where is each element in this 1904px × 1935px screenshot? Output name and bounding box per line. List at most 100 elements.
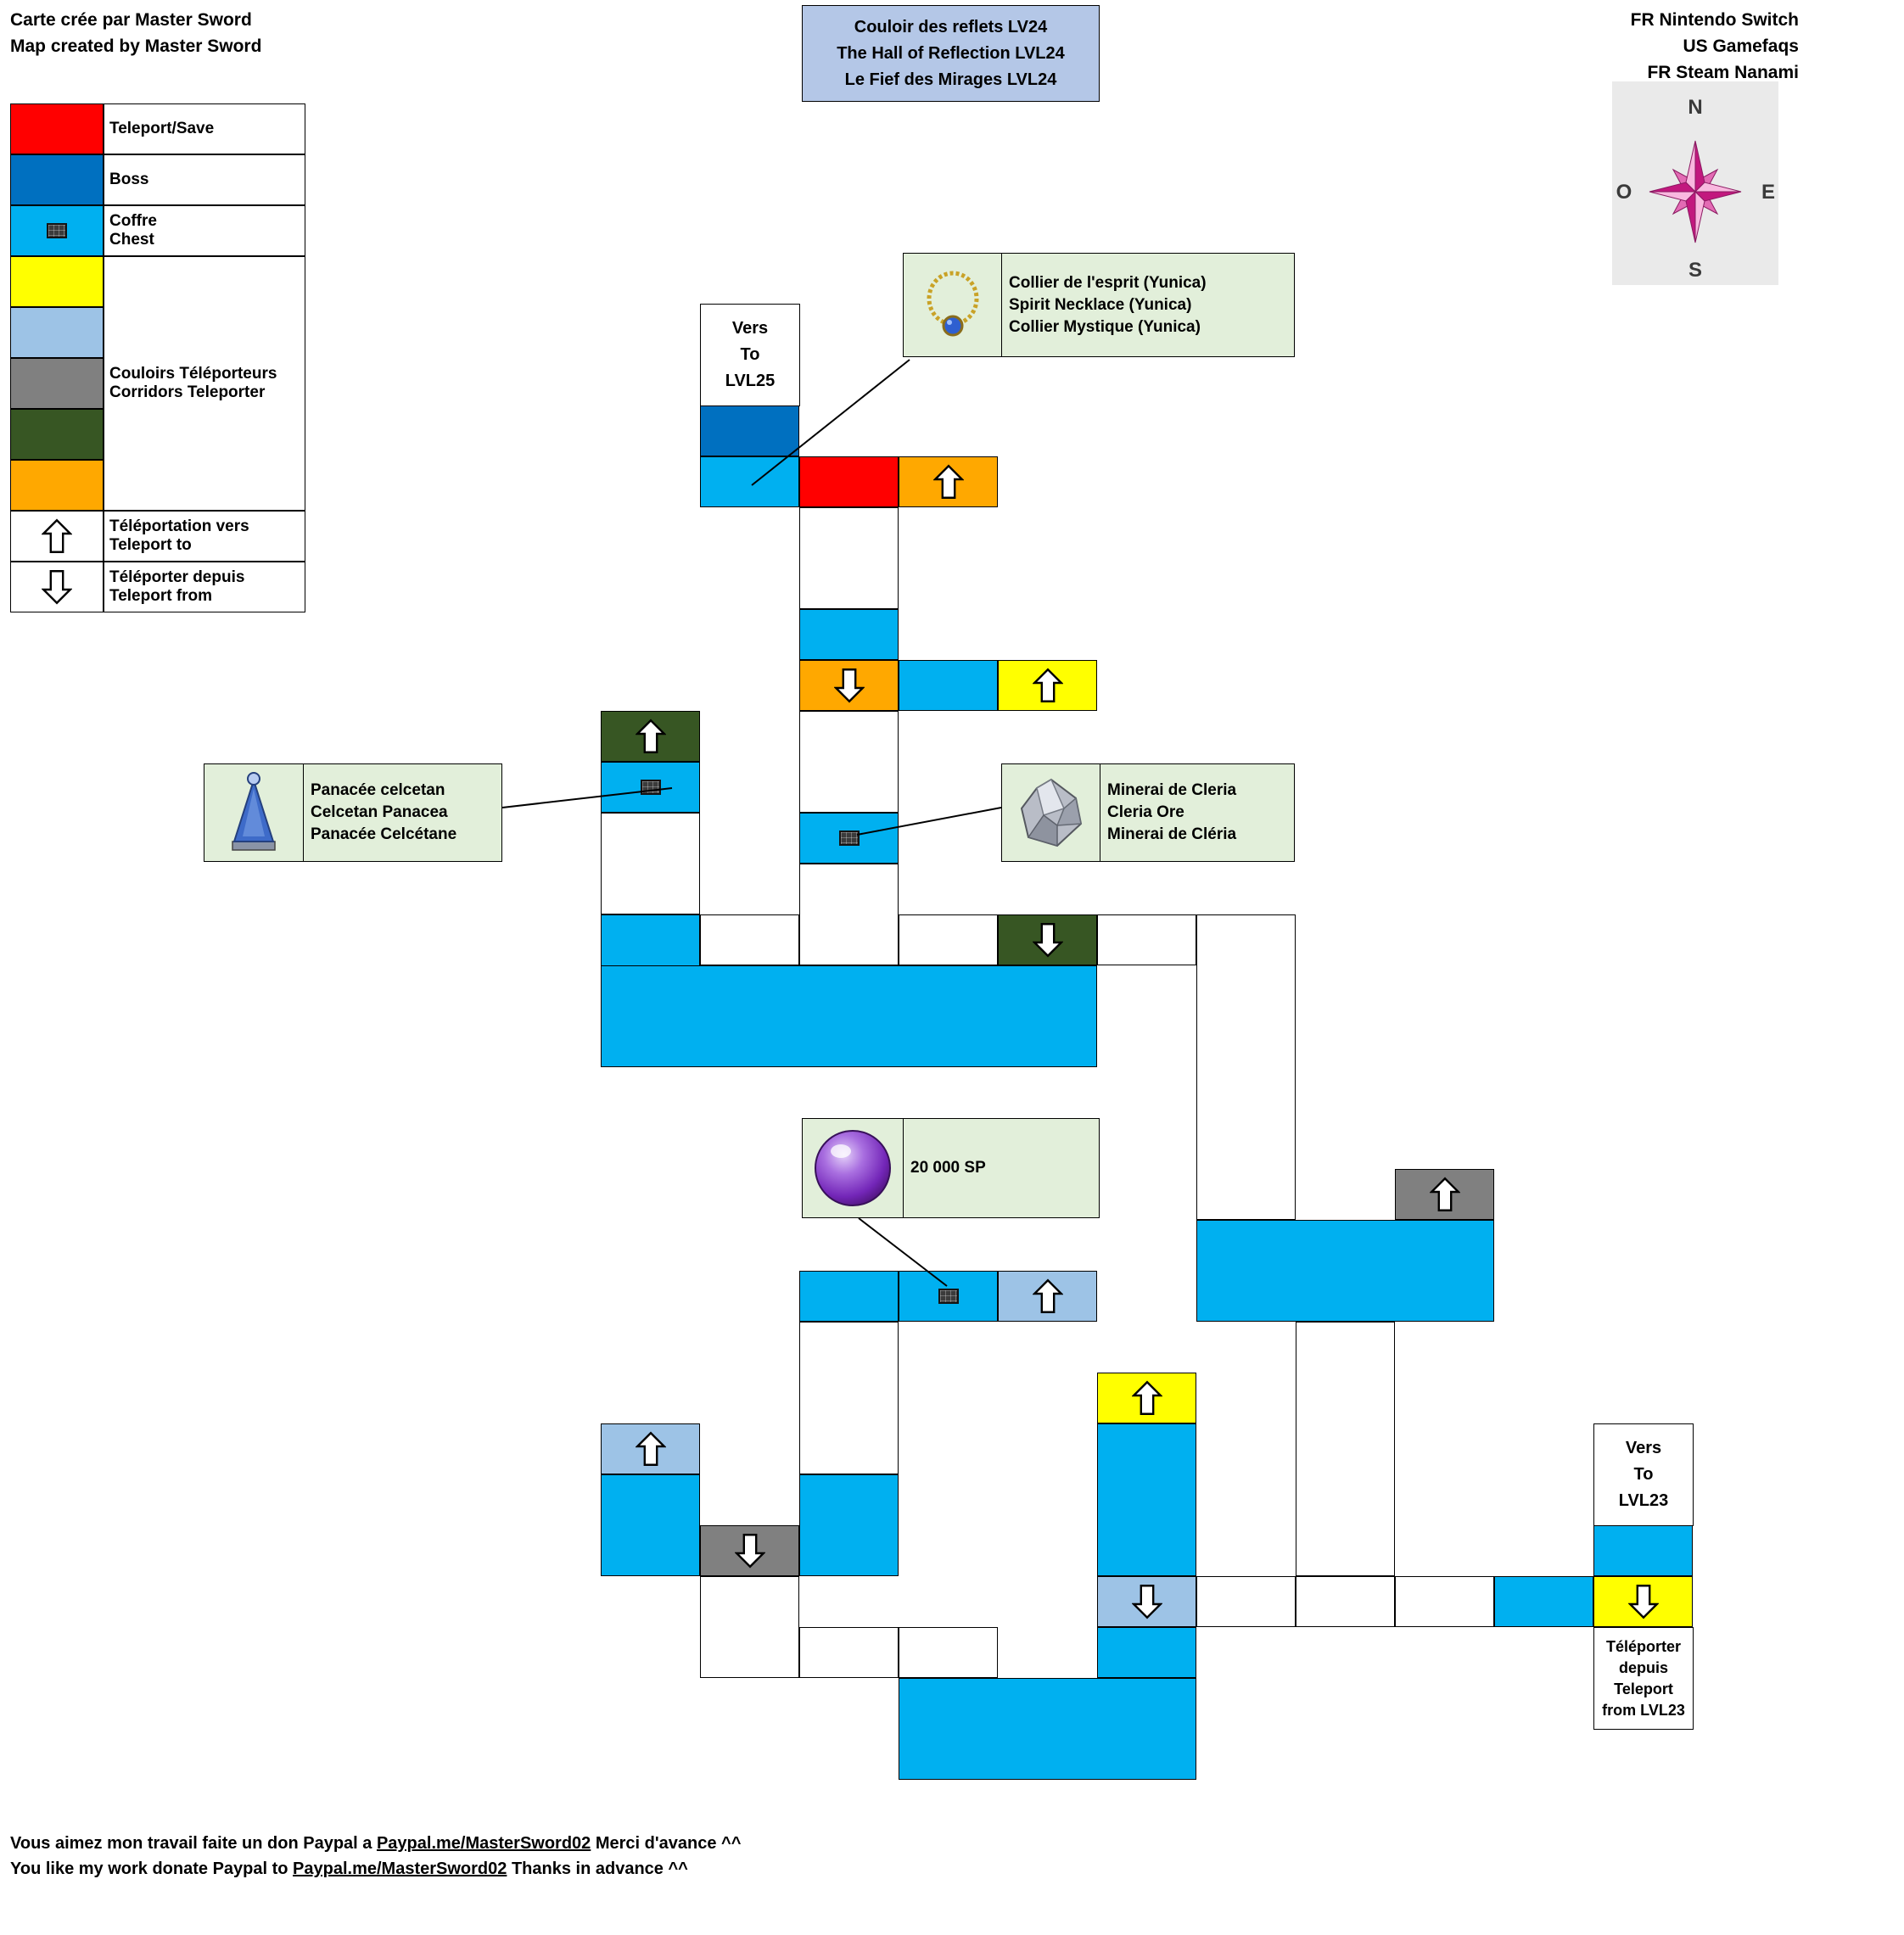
map-cell-white [1395,1576,1494,1627]
legend-swatch-corridor-lightblue [10,307,104,358]
necklace-text: Collier de l'esprit (Yunica) Spirit Neck… [1009,273,1207,336]
map-cell-white [1296,1322,1395,1576]
compass: N E S O [1612,81,1778,285]
necklace-image [904,254,1002,356]
compass-o-label: O [1616,181,1632,204]
legend-swatch-corridor-green [10,409,104,460]
map-cell-cyan [700,456,799,507]
to-lvl25-label: Vers To LVL25 [725,319,776,390]
ore-image [1002,764,1100,861]
to-lvl23-label: Vers To LVL23 [1618,1439,1669,1510]
map-cell-cyan-chest [799,813,899,864]
map-cell-white [700,914,799,965]
legend-swatch-corridor-gray [10,358,104,409]
donation-en-pre: You like my work donate Paypal to [10,1860,294,1878]
chest-icon [938,1289,959,1304]
panacea-image [204,764,304,861]
map-cell-cyan [601,965,1097,1067]
paypal-link-en[interactable]: Paypal.me/MasterSword02 [293,1860,507,1878]
map-cell-cyan-chest [899,1271,998,1322]
to-lvl23-box: Vers To LVL23 [1593,1423,1694,1526]
map-cell-white [1097,914,1196,965]
legend-label-corridors: Couloirs Téléporteurs Corridors Teleport… [104,256,305,511]
map-cell-white [1196,914,1296,1220]
map-cell-white [899,1627,998,1678]
map-cell-yellow-arrow-down [1593,1576,1693,1627]
map-cell-white [799,1322,899,1474]
legend-swatch-teleport-from [10,562,104,612]
legend-swatch-corridor-orange [10,460,104,511]
map-cell-white [700,1576,799,1678]
map-cell-cyan [799,1271,899,1322]
legend-swatch-teleport-save [10,103,104,154]
map-cell-boss [700,405,799,456]
map-cell-cyan [601,1474,700,1576]
legend-label-chest: Coffre Chest [104,205,305,256]
legend-label-teleport-to: Téléportation vers Teleport to [104,511,305,562]
map-cell-cyan [1494,1576,1593,1627]
sp-orb-image [803,1119,904,1217]
map-cell-yellow-arrow-up [998,660,1097,711]
ore-text: Minerai de Cleria Cleria Ore Minerai de … [1107,781,1237,843]
info-box-panacea: Panacée celcetan Celcetan Panacea Panacé… [204,763,502,862]
info-box-sp: 20 000 SP [802,1118,1100,1218]
map-cell-cyan-chest [601,762,700,813]
map-cell-white [601,813,700,914]
map-cell-cyan [799,1474,899,1576]
teleport-to-icon [932,464,964,500]
chest-icon [640,780,661,795]
teleport-from-icon [1627,1584,1659,1619]
teleport-to-icon [1032,1278,1063,1314]
teleport-to-icon [1131,1380,1162,1416]
sp-text: 20 000 SP [910,1159,986,1177]
legend-label-teleport-save: Teleport/Save [104,103,305,154]
map-cell-cyan [899,1678,1196,1780]
legend-swatch-corridor-yellow [10,256,104,307]
map-cell-white [799,711,899,813]
from-lvl23-box: Téléporter depuis Teleport from LVL23 [1593,1627,1694,1730]
map-title-box: Couloir des reflets LV24 The Hall of Ref… [802,5,1100,102]
map-cell-red [799,456,899,507]
teleport-from-icon [833,668,865,703]
map-cell-gray-arrow-down [700,1525,799,1576]
compass-s-label: S [1688,259,1702,282]
map-cell-green-arrow-down [998,914,1097,965]
donation-fr-pre: Vous aimez mon travail faite un don Payp… [10,1834,377,1853]
map-cell-cyan [799,609,899,660]
teleport-from-icon [1032,922,1063,958]
credit-text: Carte crée par Master Sword Map created … [10,10,262,56]
sources-text: FR Nintendo Switch US Gamefaqs FR Steam … [1630,10,1799,82]
map-cell-yellow-arrow-up [1097,1373,1196,1423]
to-lvl25-box: Vers To LVL25 [700,304,800,406]
map-cell-cyan [1097,1423,1196,1576]
legend-swatch-chest [10,205,104,256]
info-box-necklace: Collier de l'esprit (Yunica) Spirit Neck… [903,253,1295,357]
legend: Teleport/Save Boss Coffre Chest Couloirs… [10,103,305,612]
chest-icon [47,223,67,238]
compass-n-label: N [1688,96,1702,119]
map-cell-white [799,864,899,965]
teleport-to-icon [1032,668,1063,703]
from-lvl23-label: Téléporter depuis Teleport from LVL23 [1602,1637,1685,1719]
map-cell-orange-arrow-down [799,660,899,711]
map-cell-cyan [1097,1627,1196,1678]
paypal-link-fr[interactable]: Paypal.me/MasterSword02 [376,1834,591,1853]
map-title: Couloir des reflets LV24 The Hall of Ref… [837,17,1065,89]
teleport-to-icon [635,719,666,754]
compass-rose-image: N E S O [1616,96,1775,282]
teleport-from-icon [42,569,72,605]
map-cell-white [1196,1576,1296,1627]
map-cell-lightblue-arrow-up [998,1271,1097,1322]
donation-fr-post: Merci d'avance ^^ [591,1834,742,1853]
map-cell-white [799,1627,899,1678]
info-box-ore: Minerai de Cleria Cleria Ore Minerai de … [1001,763,1295,862]
donation: Vous aimez mon travail faite un don Payp… [10,1831,741,1882]
map-cell-cyan [1196,1220,1494,1322]
map-cell-gray-arrow-up [1395,1169,1494,1220]
legend-swatch-boss [10,154,104,205]
map-cell-white [1296,1576,1395,1627]
map-cell-green-arrow-up [601,711,700,762]
map-cell-lightblue-arrow-down [1097,1576,1196,1627]
map-cell-cyan [899,660,998,711]
map-cell-orange-arrow-up [899,456,998,507]
